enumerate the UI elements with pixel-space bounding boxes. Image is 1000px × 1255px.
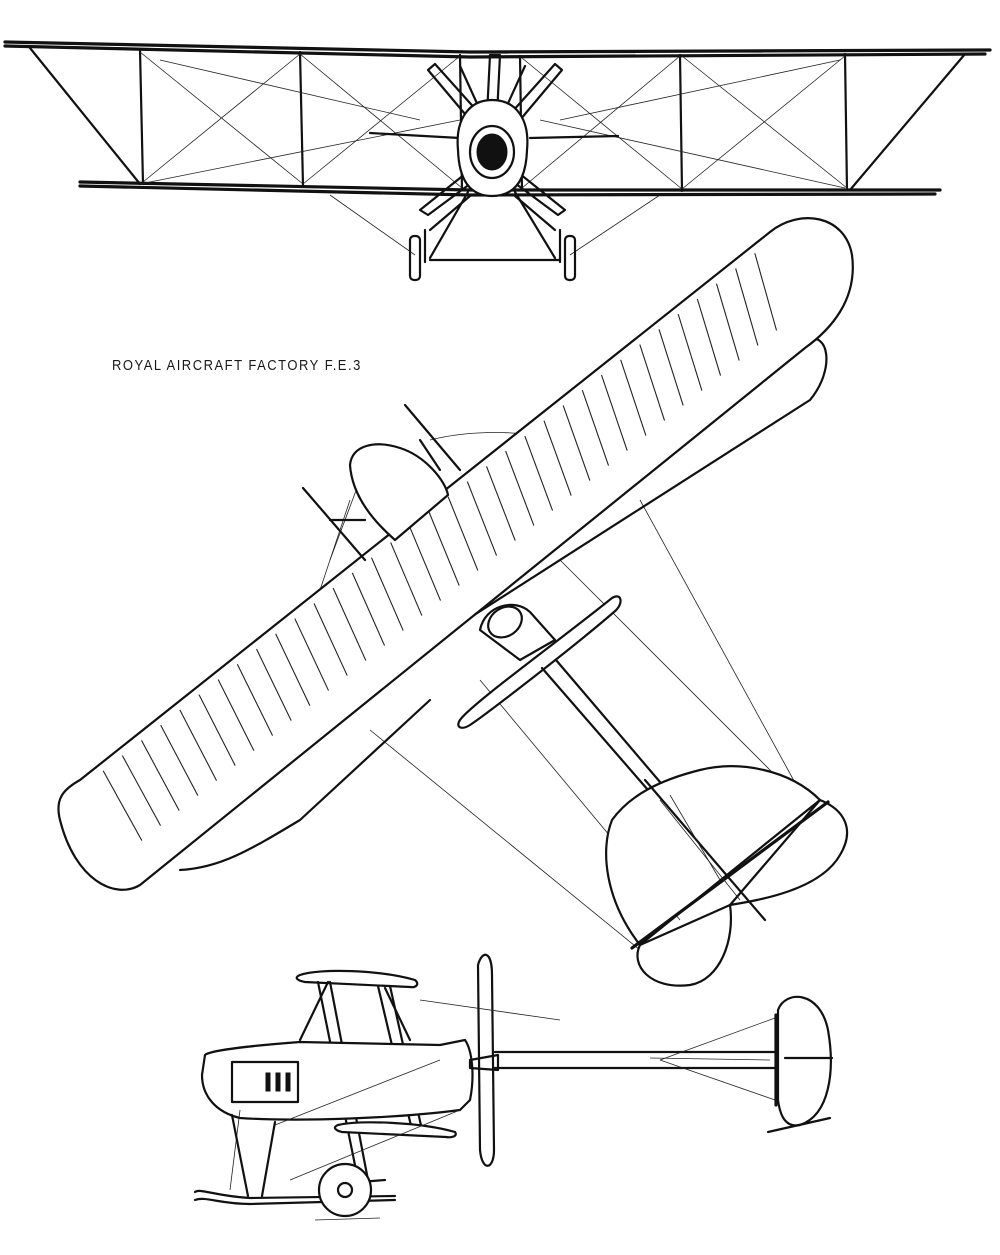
wing-rib xyxy=(581,390,610,466)
wing-rib xyxy=(562,405,591,481)
plan-struts xyxy=(301,403,462,562)
wing-rib xyxy=(141,740,180,811)
wing-rib xyxy=(485,466,516,541)
plan-elevator-left xyxy=(636,903,732,987)
plan-propeller xyxy=(457,595,622,729)
wing-rib xyxy=(466,481,498,556)
wing-rib xyxy=(236,663,274,736)
wing-rib xyxy=(351,572,386,646)
wing-rib xyxy=(696,298,722,376)
side-lower-wing xyxy=(333,1121,457,1139)
wing-rib xyxy=(620,359,647,436)
side-nacelle xyxy=(200,1038,474,1121)
wing-rib xyxy=(677,313,703,391)
plan-wing-ribs xyxy=(102,253,778,841)
plan-nacelle xyxy=(348,443,450,542)
wing-rib xyxy=(121,755,162,826)
wing-rib xyxy=(294,618,330,691)
wing-rib xyxy=(370,557,404,631)
wing-rib xyxy=(428,511,460,586)
plan-upper-wing xyxy=(57,217,854,891)
side-propeller xyxy=(476,953,496,1167)
plan-tail-boom xyxy=(540,658,662,792)
side-tail-boom xyxy=(493,1050,787,1070)
wing-rib xyxy=(447,496,479,571)
wing-rib xyxy=(524,435,554,511)
plan-view xyxy=(57,217,854,987)
plan-cockpit xyxy=(478,603,557,662)
front-outer-strut-left xyxy=(28,46,142,186)
front-engine-hub xyxy=(476,133,508,171)
front-upper-wing xyxy=(3,40,992,59)
side-tail-bracing xyxy=(229,999,776,1191)
wing-rib xyxy=(754,253,778,331)
side-cockpit-panel xyxy=(230,1060,300,1104)
wing-rib xyxy=(658,329,684,406)
side-wheel xyxy=(317,1162,373,1218)
wing-rib xyxy=(600,374,628,451)
wing-rib xyxy=(217,679,255,751)
front-engine-ring xyxy=(468,124,516,180)
wing-rib xyxy=(639,344,666,421)
wing-rib xyxy=(275,633,311,706)
side-upper-wing xyxy=(295,969,419,989)
front-view xyxy=(3,40,992,282)
side-fin-rudder xyxy=(776,995,832,1127)
wing-rib xyxy=(715,283,740,361)
wing-rib xyxy=(256,648,292,721)
side-wheel-hub xyxy=(336,1181,354,1199)
wing-rib xyxy=(332,587,367,661)
wing-rib xyxy=(102,770,143,841)
plan-rudder-line xyxy=(643,778,767,922)
wing-rib xyxy=(543,420,572,496)
wing-rib xyxy=(735,268,759,346)
front-outer-strut-right xyxy=(848,52,967,192)
wing-rib xyxy=(198,694,236,766)
wing-rib xyxy=(160,724,199,796)
wing-rib xyxy=(179,709,218,781)
side-marking xyxy=(265,1072,291,1092)
plan-tail-hinge xyxy=(630,800,830,950)
side-view xyxy=(193,953,834,1221)
plan-elevator-right xyxy=(728,798,849,907)
wing-rib xyxy=(505,450,535,526)
wing-rib xyxy=(390,542,423,616)
wing-rib xyxy=(313,603,348,676)
wing-rib xyxy=(409,527,442,601)
drawing-caption: ROYAL AIRCRAFT FACTORY F.E.3 xyxy=(112,356,362,374)
front-bracing-wires xyxy=(139,51,848,256)
side-tailskid xyxy=(766,1116,832,1134)
front-undercarriage xyxy=(408,190,577,282)
